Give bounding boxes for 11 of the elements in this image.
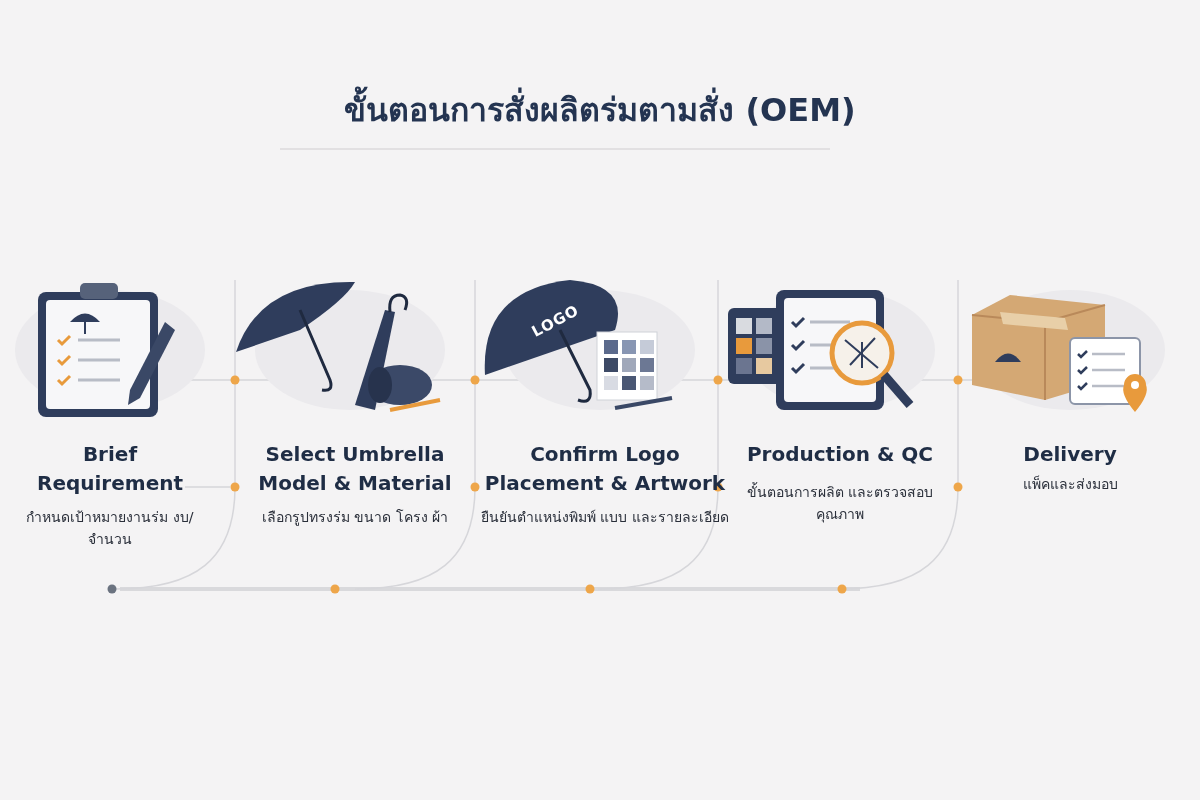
step-description: ขั้นตอนการผลิต และตรวจสอบคุณภาพ [745,481,935,525]
step-title: Production & QC [745,441,935,468]
step-description: กำหนดเป้าหมายงานร่ม งบ/จำนวน [25,508,195,549]
step-title: Select Umbrella Model & Material [257,441,453,497]
step-description: เลือกรูปทรงร่ม ขนาด โครง ผ้า [260,508,450,528]
diagram-title: ขั้นตอนการสั่งผลิตร่มตามสั่ง (OEM) [200,84,1000,135]
step-title: Confirm Logo Placement & Artwork [483,441,727,497]
step-title: Brief Requirement [36,441,184,497]
step-description: ยืนยันตำแหน่งพิมพ์ แบบ และรายละเอียด [480,508,730,527]
step-title: Delivery [1022,441,1118,468]
step-description: แพ็คและส่งมอบ [1021,474,1119,494]
